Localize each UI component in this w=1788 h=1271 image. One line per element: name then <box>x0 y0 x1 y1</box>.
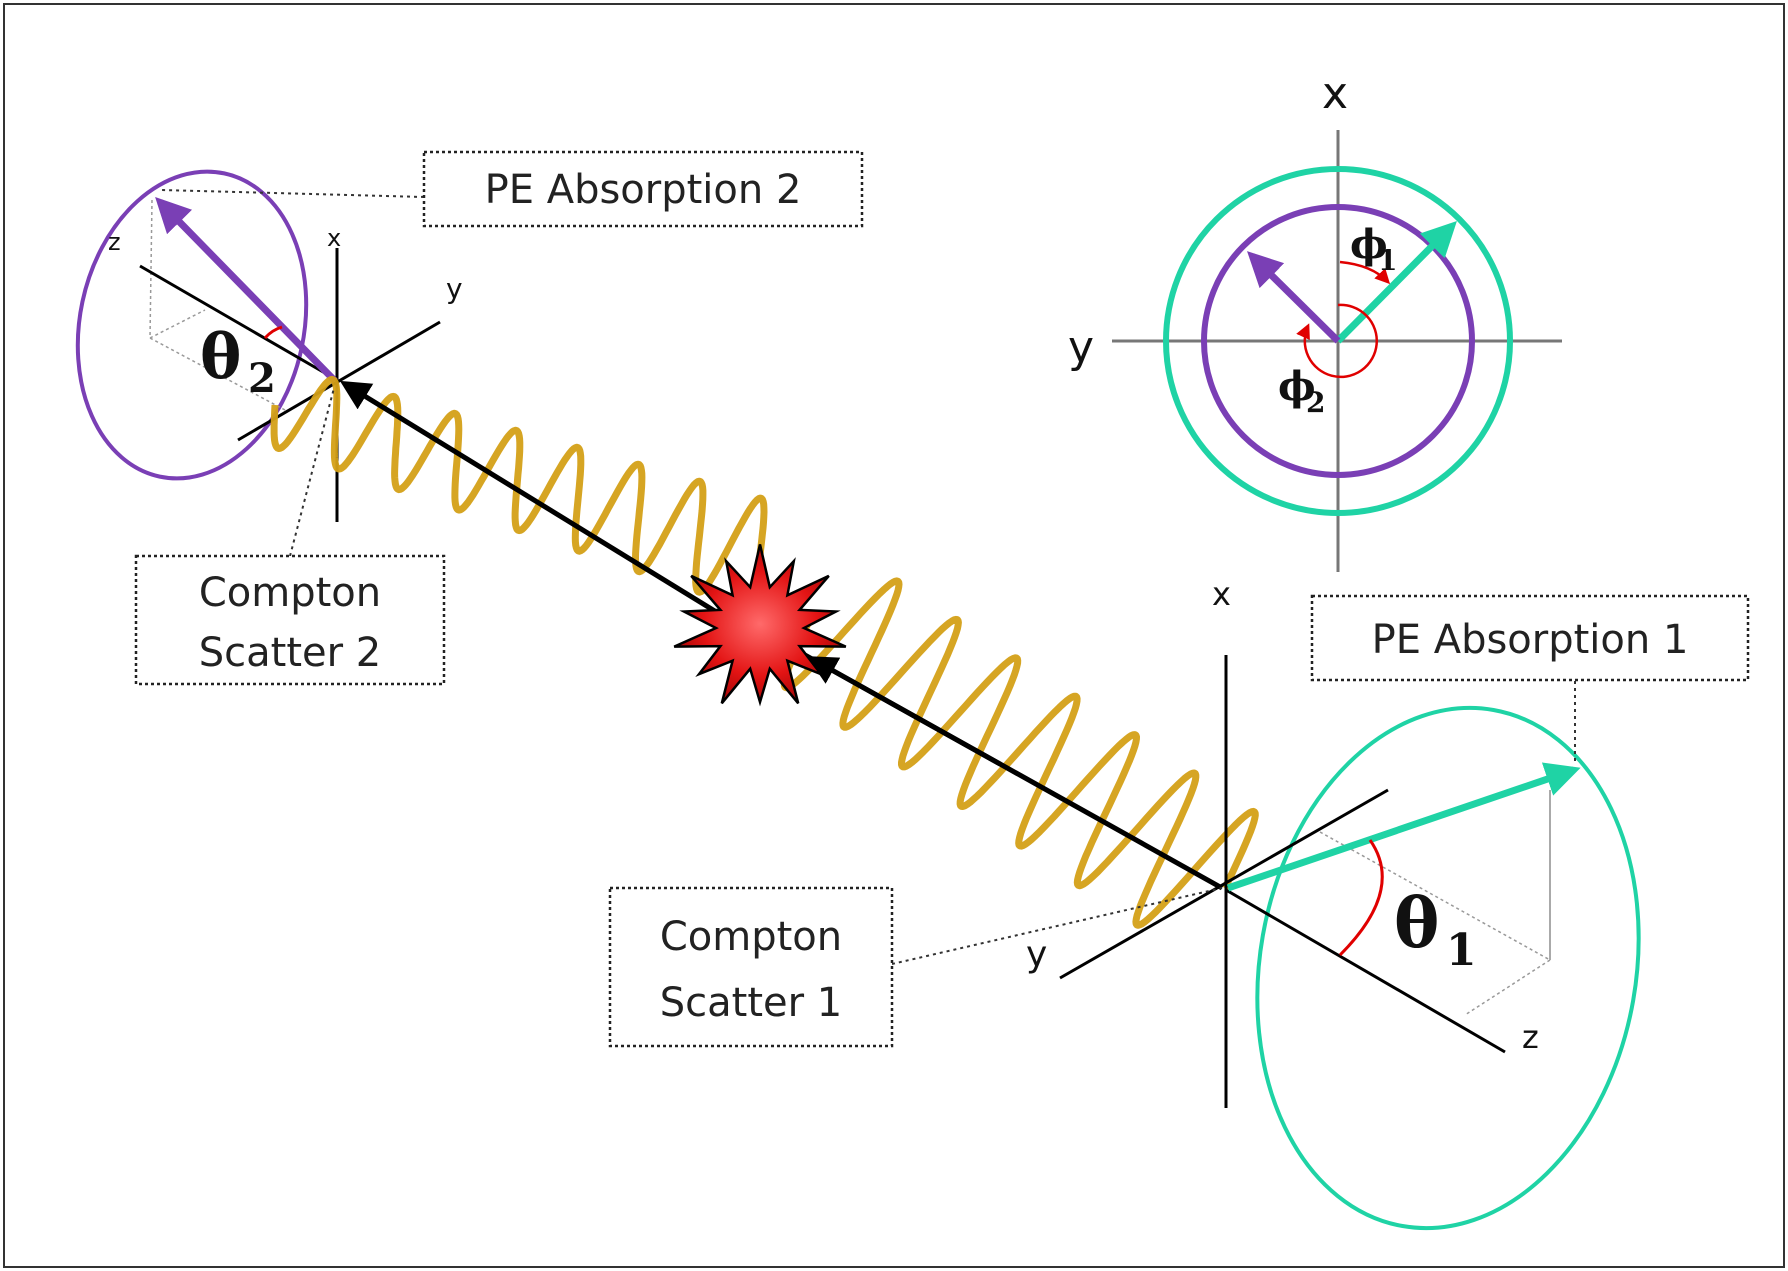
annihilation-burst-icon <box>673 544 847 707</box>
right-projection-lines <box>1319 831 1551 1016</box>
inset-purple-arrow <box>1247 251 1341 344</box>
theta2-arc <box>263 325 283 340</box>
right-z-axis-label: z <box>1522 1018 1539 1056</box>
phi1-arc <box>1339 260 1391 285</box>
photon-direction-arrow-right <box>806 656 1002 767</box>
pe-absorption-1-label: PE Absorption 1 <box>1372 617 1689 663</box>
theta1-symbol: θ <box>1394 884 1439 964</box>
compton-scatter-1-leader <box>891 887 1223 965</box>
theta2-subscript: 2 <box>248 355 276 402</box>
inset-teal-arrow <box>1335 221 1457 344</box>
phi2-symbol: ϕ <box>1278 363 1316 410</box>
left-z-axis <box>139 264 338 382</box>
phi2-arc <box>1296 303 1379 379</box>
right-scatter-cone-ellipse <box>1255 705 1641 1231</box>
pe-absorption-2-box <box>422 150 864 228</box>
phi-inset: x y ϕ 1 ϕ 2 <box>1068 68 1562 572</box>
phi1-subscript: 1 <box>1378 244 1397 277</box>
pe-absorption-2-leader <box>161 189 425 198</box>
compton-scatter-2-leader <box>289 387 335 557</box>
compton-scatter-1-label-line2: Scatter 1 <box>660 980 842 1026</box>
theta2-symbol: θ <box>200 320 241 393</box>
right-scatter-direction-arrow <box>1226 762 1581 892</box>
right-y-axis-label: y <box>1026 934 1047 975</box>
left-y-axis-label: y <box>446 272 463 305</box>
compton-scatter-2-box <box>134 554 446 686</box>
compton-scatter-2-callout: Compton Scatter 2 <box>134 387 446 686</box>
left-photon-wave <box>270 375 768 596</box>
compton-scatter-2-label-line2: Scatter 2 <box>199 630 381 676</box>
pe-absorption-2-label: PE Absorption 2 <box>485 167 802 213</box>
right-photon-wave <box>780 577 1259 929</box>
theta1-arc <box>1338 839 1384 957</box>
inset-teal-circle <box>1163 166 1513 516</box>
compton-scatter-1-callout: Compton Scatter 1 <box>608 886 1223 1048</box>
photon-direction-arrow-left <box>339 380 720 616</box>
compton-scatter-1-label-line1: Compton <box>660 914 842 960</box>
pe-absorption-1-callout: PE Absorption 1 <box>1310 594 1750 764</box>
theta1-subscript: 1 <box>1446 925 1477 976</box>
phi1-symbol: ϕ <box>1350 221 1388 268</box>
left-z-axis-label: z <box>108 228 121 256</box>
right-scatter-group: x y z θ 1 <box>1026 575 1641 1231</box>
left-scatter-group: x y z θ 2 <box>75 169 463 522</box>
phi2-subscript: 2 <box>1306 386 1325 419</box>
compton-scatter-1-box <box>608 886 894 1048</box>
right-x-axis-label: x <box>1212 575 1231 613</box>
inset-x-axis-label: x <box>1322 68 1348 119</box>
compton-scatter-2-label-line1: Compton <box>199 570 381 616</box>
left-projection-lines <box>149 199 286 411</box>
inset-y-axis-label: y <box>1068 322 1094 373</box>
pe-absorption-2-callout: PE Absorption 2 <box>161 150 864 228</box>
right-z-axis <box>1225 888 1506 1054</box>
inset-purple-circle <box>1201 204 1475 478</box>
left-scatter-direction-arrow <box>155 196 338 384</box>
right-y-axis <box>1059 788 1389 980</box>
pe-absorption-1-box <box>1310 594 1750 682</box>
left-x-axis-label: x <box>327 224 341 252</box>
